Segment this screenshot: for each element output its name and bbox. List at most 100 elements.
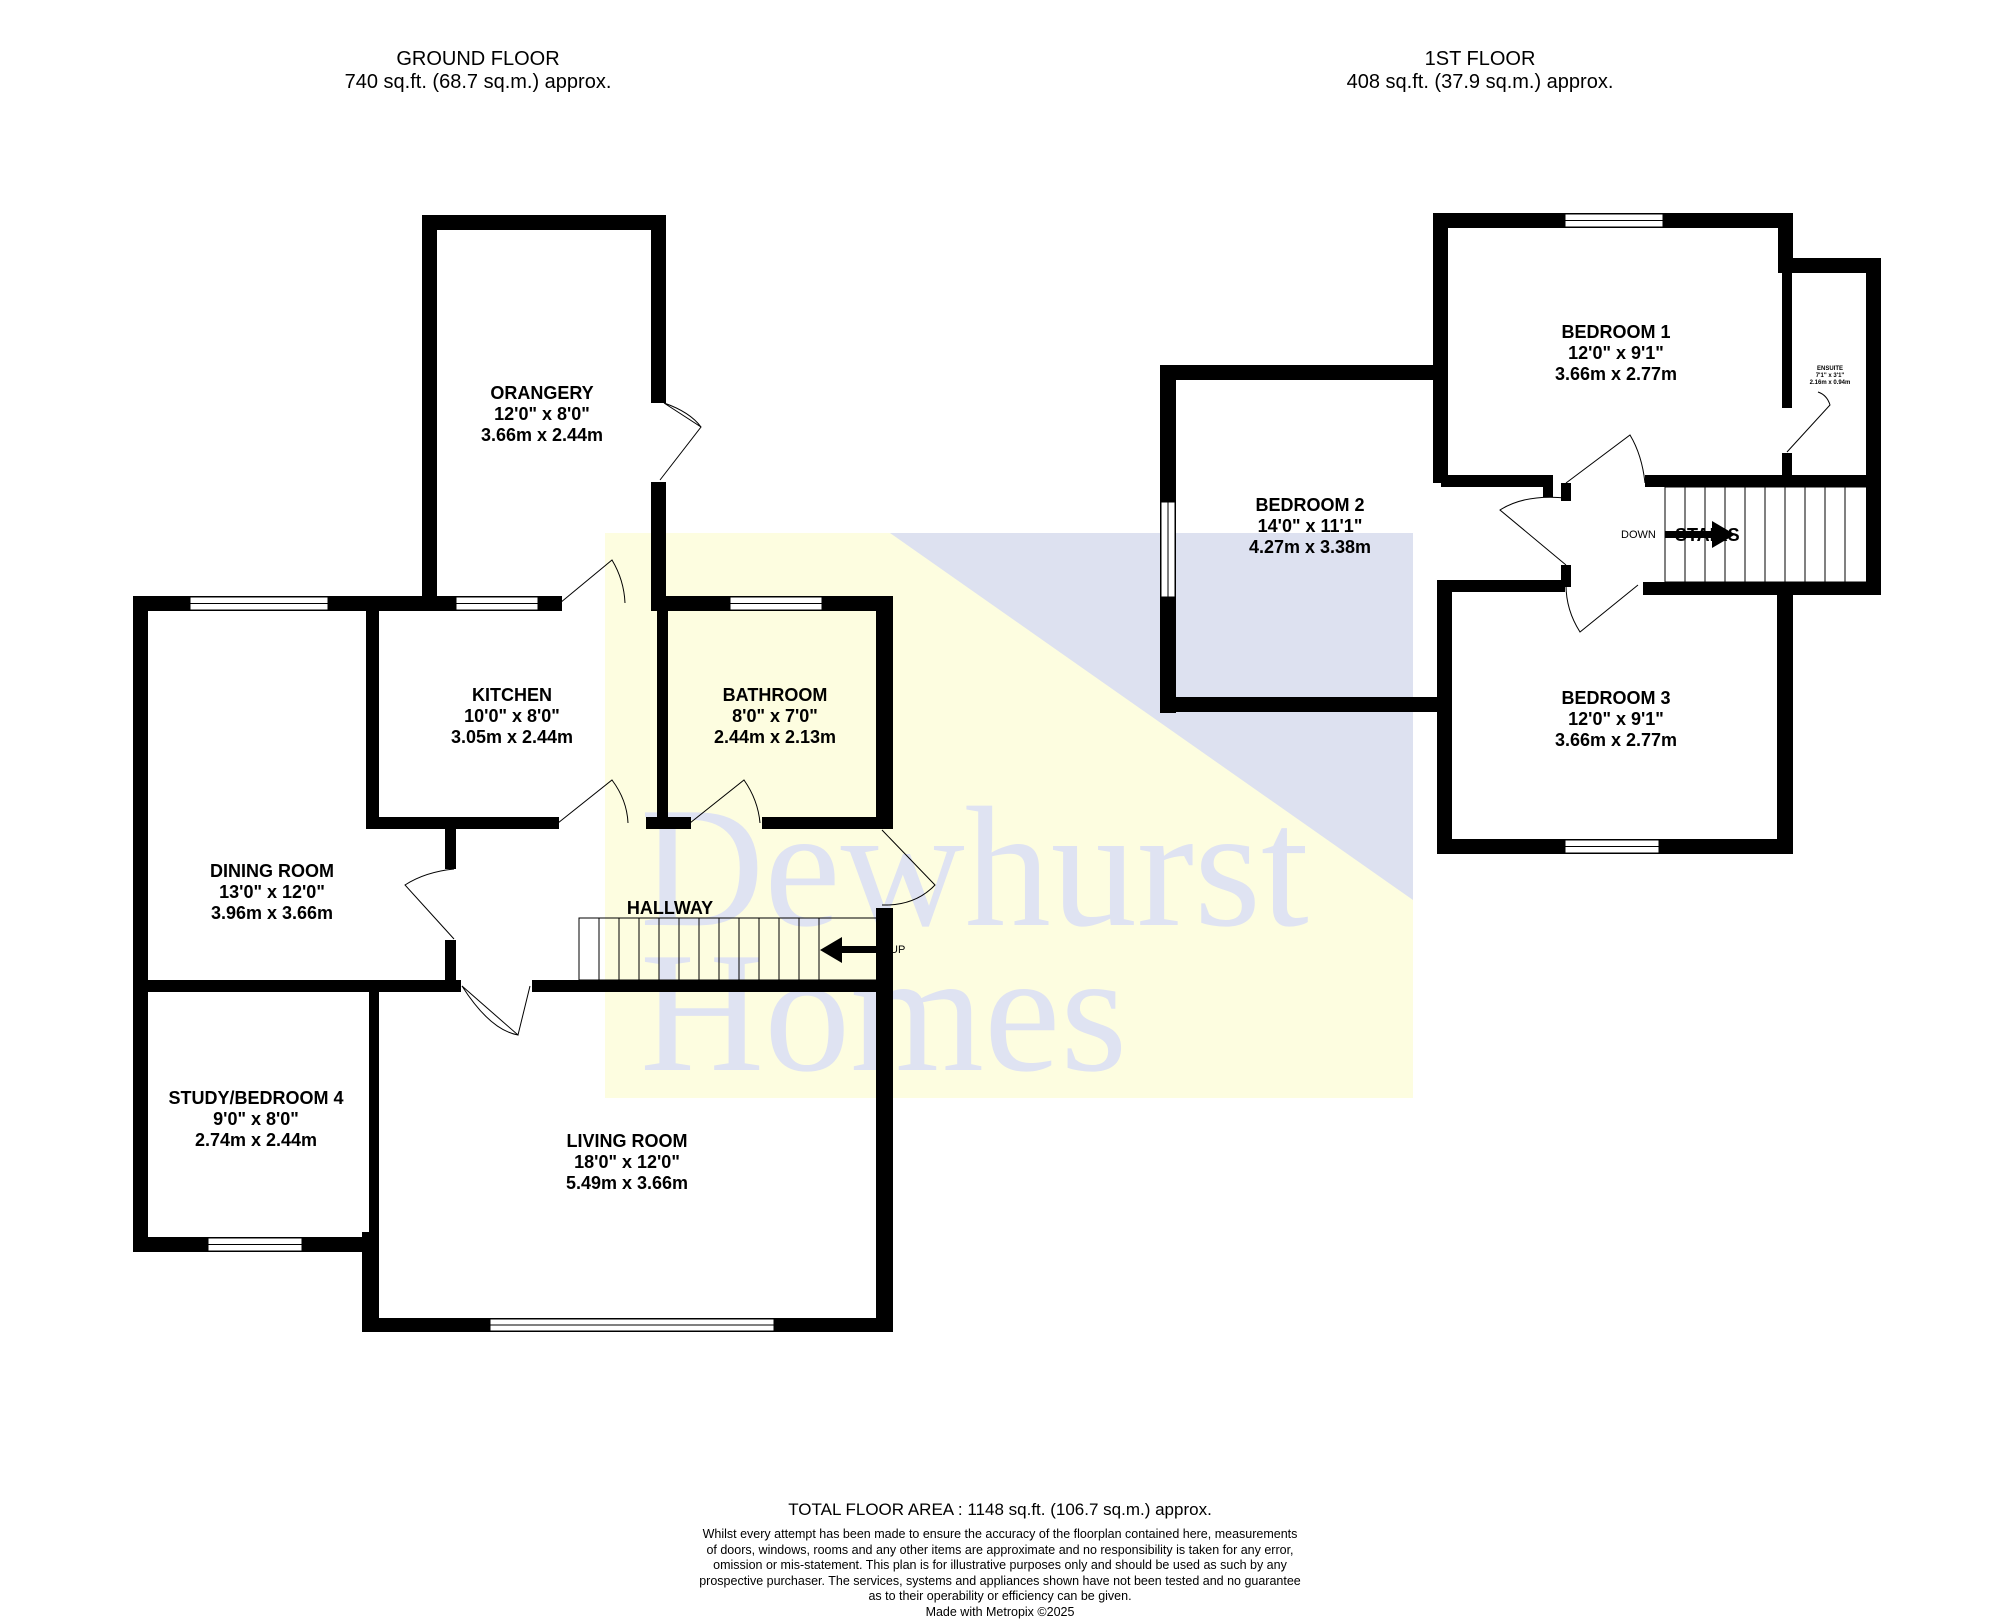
bedroom3-metric: 3.66m x 2.77m: [1555, 730, 1677, 750]
wall: [1782, 453, 1792, 478]
ground-floor-windows: [189, 596, 823, 1332]
study-imperial: 9'0" x 8'0": [213, 1109, 299, 1129]
bedroom1-name: BEDROOM 1: [1561, 322, 1670, 342]
wall: [876, 596, 893, 829]
disclaimer-line: as to their operability or efficiency ca…: [868, 1589, 1132, 1603]
wall: [362, 1232, 379, 1332]
door-bedroom1: [1565, 434, 1646, 484]
wall: [532, 980, 893, 992]
stairs-label: STAIRS: [1675, 525, 1740, 545]
orangery-imperial: 12'0" x 8'0": [494, 404, 590, 424]
door-kitchen-hall: [557, 779, 629, 824]
wall: [1777, 585, 1793, 854]
door-dining: [404, 868, 455, 940]
door-orangery-external: [659, 402, 702, 481]
ensuite-name: ENSUITE: [1817, 366, 1843, 372]
wall: [369, 992, 379, 1232]
dining-name: DINING ROOM: [210, 861, 334, 881]
door-bathroom: [689, 779, 761, 824]
wall: [366, 817, 559, 829]
watermark-blue-triangle: [890, 533, 1413, 900]
dining-metric: 3.96m x 3.66m: [211, 903, 333, 923]
wall: [366, 596, 379, 827]
bedroom3-imperial: 12'0" x 9'1": [1568, 709, 1664, 729]
first-floor-windows: [1160, 213, 1664, 854]
living-imperial: 18'0" x 12'0": [574, 1152, 680, 1172]
kitchen-metric: 3.05m x 2.44m: [451, 727, 573, 747]
disclaimer-line: of doors, windows, rooms and any other i…: [706, 1542, 1294, 1557]
wall: [422, 215, 437, 607]
bedroom2-metric: 4.27m x 3.38m: [1249, 537, 1371, 557]
bedroom2-name: BEDROOM 2: [1255, 495, 1364, 515]
first-floor-title: 1ST FLOOR: [1424, 48, 1536, 70]
door-living: [461, 985, 531, 1036]
wall: [445, 940, 456, 992]
ground-stairs: [578, 917, 878, 981]
made-with-credit: Made with Metropix ©2025: [925, 1605, 1075, 1619]
door-kitchen-orangery: [559, 559, 626, 604]
ground-floor-area: 740 sq.ft. (68.7 sq.m.) approx.: [344, 71, 612, 93]
first-floor-header: 1ST FLOOR 408 sq.ft. (37.9 sq.m.) approx…: [1280, 48, 1680, 94]
wall: [133, 980, 461, 992]
bedroom3-name: BEDROOM 3: [1561, 688, 1670, 708]
disclaimer-line: omission or mis-statement. This plan is …: [713, 1558, 1287, 1572]
total-floor-area: TOTAL FLOOR AREA : 1148 sq.ft. (106.7 sq…: [788, 1500, 1212, 1519]
wall: [1782, 258, 1792, 408]
door-bedroom3: [1565, 584, 1639, 633]
wall: [422, 215, 666, 230]
wall: [876, 908, 893, 1332]
ground-floor-header: GROUND FLOOR 740 sq.ft. (68.7 sq.m.) app…: [278, 48, 678, 94]
bedroom1-metric: 3.66m x 2.77m: [1555, 364, 1677, 384]
up-label: UP: [890, 944, 905, 956]
wall: [1433, 213, 1448, 483]
ground-floor-doors: [404, 402, 936, 1036]
wall: [1160, 365, 1448, 380]
wall: [1645, 475, 1873, 487]
orangery-metric: 3.66m x 2.44m: [481, 425, 603, 445]
wall: [651, 215, 666, 403]
disclaimer-line: prospective purchaser. The services, sys…: [699, 1573, 1301, 1588]
study-name: STUDY/BEDROOM 4: [168, 1088, 343, 1108]
first-floor-area: 408 sq.ft. (37.9 sq.m.) approx.: [1346, 71, 1614, 93]
wall: [1441, 475, 1553, 487]
ensuite-metric: 2.16m x 0.94m: [1810, 380, 1851, 386]
bathroom-imperial: 8'0" x 7'0": [732, 706, 818, 726]
living-metric: 5.49m x 3.66m: [566, 1173, 688, 1193]
wall: [1543, 475, 1553, 497]
hallway-name: HALLWAY: [627, 898, 713, 918]
wall: [133, 596, 148, 1252]
disclaimer: Whilst every attempt has been made to en…: [600, 1527, 1400, 1605]
wall: [1160, 697, 1446, 712]
kitchen-name: KITCHEN: [472, 685, 552, 705]
bedroom1-imperial: 12'0" x 9'1": [1568, 343, 1664, 363]
wall: [1778, 258, 1881, 273]
door-ensuite: [1786, 391, 1831, 453]
wall: [646, 817, 691, 829]
up-arrow-icon: [820, 937, 888, 963]
watermark: Dewhurst Homes: [605, 533, 1413, 1108]
kitchen-imperial: 10'0" x 8'0": [464, 706, 560, 726]
watermark-line1: Dewhurst: [640, 773, 1309, 963]
wall: [1437, 580, 1452, 854]
bathroom-metric: 2.44m x 2.13m: [714, 727, 836, 747]
down-label: DOWN: [1621, 529, 1656, 541]
bedroom2-imperial: 14'0" x 11'1": [1258, 516, 1363, 536]
orangery-name: ORANGERY: [490, 383, 593, 403]
wall: [1866, 258, 1881, 595]
bathroom-name: BATHROOM: [723, 685, 828, 705]
door-bedroom2: [1499, 496, 1567, 566]
first-floor-doors: [1499, 391, 1831, 633]
wall: [445, 829, 456, 869]
ground-floor-title: GROUND FLOOR: [396, 48, 560, 70]
ensuite-imperial: 7'1" x 3'1": [1816, 373, 1845, 379]
wall: [1561, 483, 1571, 501]
disclaimer-line: Whilst every attempt has been made to en…: [702, 1527, 1298, 1541]
down-arrow-icon: [1665, 521, 1735, 548]
living-name: LIVING ROOM: [567, 1131, 688, 1151]
study-metric: 2.74m x 2.44m: [195, 1130, 317, 1150]
wall: [1437, 580, 1565, 592]
wall: [651, 482, 666, 607]
wall: [1561, 565, 1571, 587]
first-stairs: [1664, 486, 1868, 583]
